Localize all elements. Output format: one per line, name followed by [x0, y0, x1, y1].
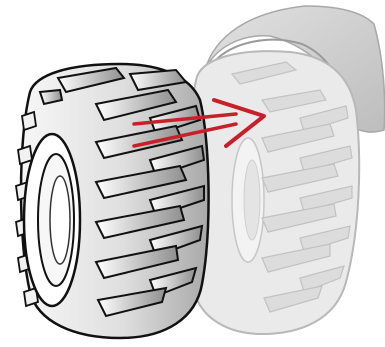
tractor-tire-icon	[16, 64, 209, 338]
back-tire	[187, 6, 385, 334]
